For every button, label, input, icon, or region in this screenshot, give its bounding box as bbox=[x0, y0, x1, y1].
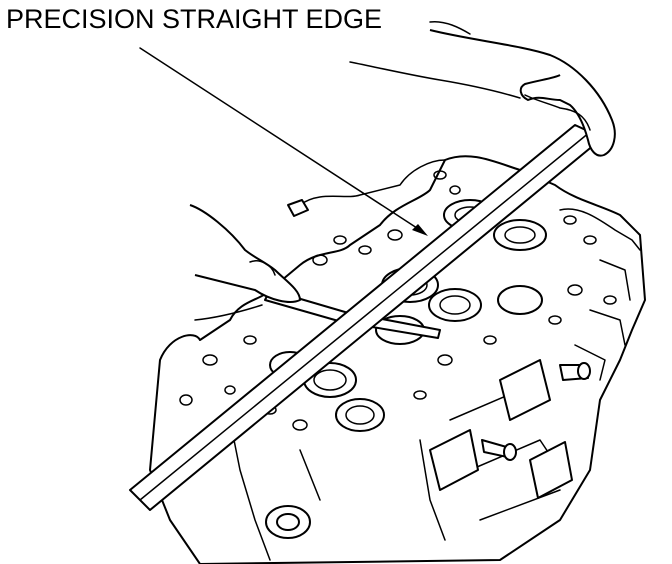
cylinder-head bbox=[149, 155, 646, 564]
stud-2-end bbox=[503, 443, 517, 461]
lower-bore-inner bbox=[276, 513, 300, 531]
coolant-holes bbox=[179, 170, 617, 431]
right-hand bbox=[349, 29, 616, 157]
right-hand-body bbox=[429, 29, 616, 157]
port-2 bbox=[429, 429, 479, 491]
left-hand-lower bbox=[194, 304, 263, 321]
left-hand-finger bbox=[249, 260, 276, 276]
dowel-pin bbox=[287, 199, 309, 217]
cylinder-head-upper-edge bbox=[299, 159, 446, 206]
leader-line-1 bbox=[429, 20, 471, 35]
leader-line-2 bbox=[139, 47, 421, 231]
callout-leaders bbox=[139, 20, 471, 236]
leader-arrow bbox=[412, 224, 428, 236]
port-1 bbox=[499, 359, 551, 421]
left-hand bbox=[189, 204, 301, 303]
cylinder-head-deck bbox=[149, 155, 646, 564]
cylinder-head-right-face bbox=[559, 208, 641, 381]
right-hand-wrist bbox=[349, 61, 521, 99]
stud-1-end bbox=[577, 362, 591, 380]
right-hand-thumb bbox=[524, 94, 591, 131]
callout-label: PRECISION STRAIGHT EDGE bbox=[6, 4, 383, 34]
port-3 bbox=[529, 441, 573, 499]
straight-edge-face-line bbox=[139, 131, 591, 501]
cylinder-head-side-wall bbox=[229, 389, 561, 561]
